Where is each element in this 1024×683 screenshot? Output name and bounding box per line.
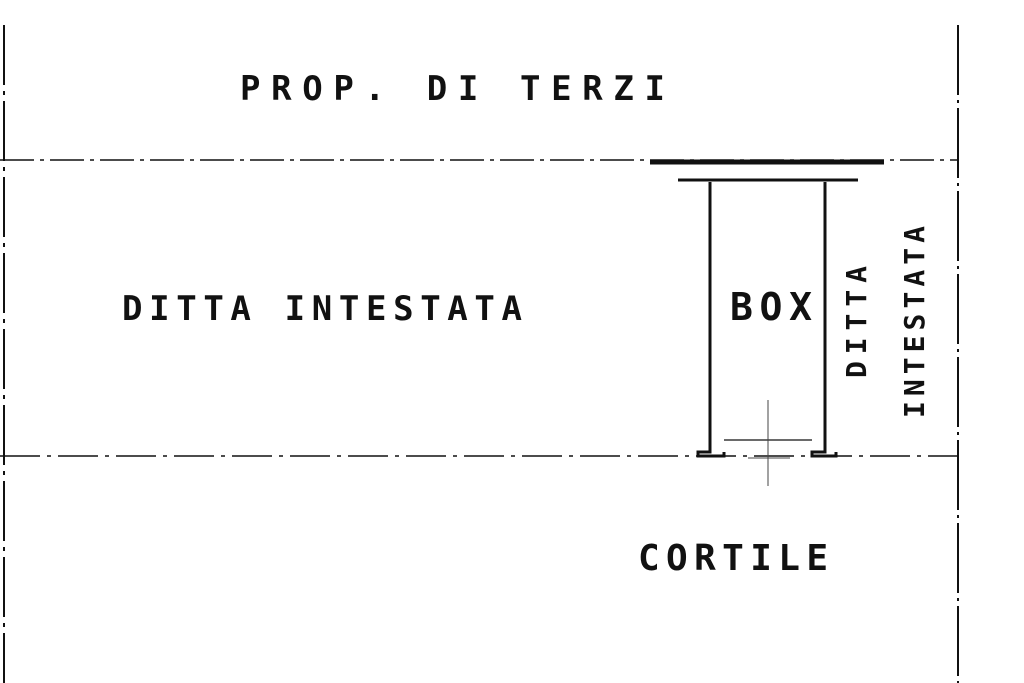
label-cortile: CORTILE xyxy=(638,538,828,579)
label-intestata-side: INTESTATA xyxy=(898,226,931,418)
center-cross-marker xyxy=(748,400,790,486)
label-ditta-intestata-main: DITTA INTESTATA xyxy=(122,289,522,329)
label-box: BOX xyxy=(730,285,812,329)
box-outline xyxy=(678,178,858,458)
label-prop-di-terzi: PROP. DI TERZI xyxy=(240,69,665,109)
label-ditta-side: DITTA xyxy=(840,266,873,378)
